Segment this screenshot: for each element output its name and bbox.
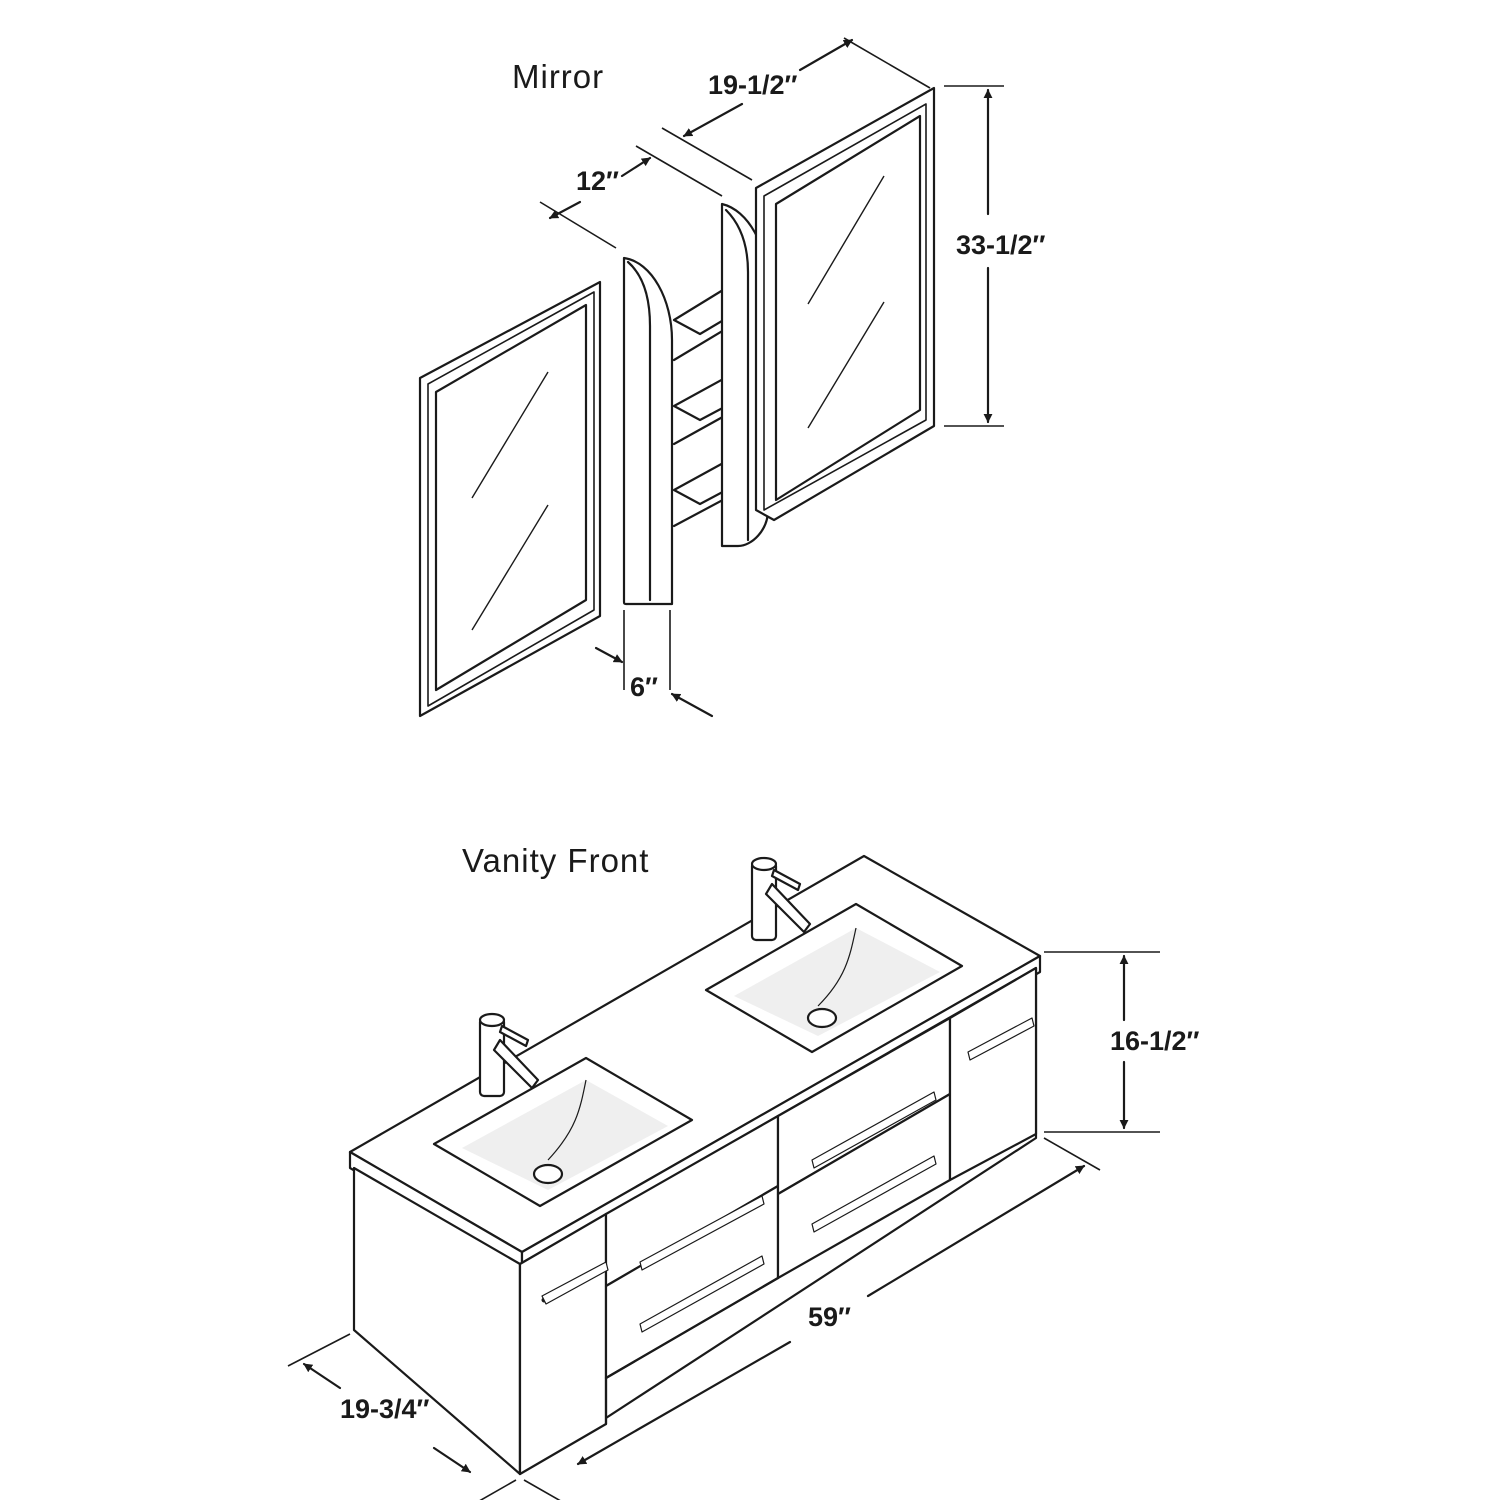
vanity-front xyxy=(518,966,1038,1476)
dim-vanity-width: 59″ xyxy=(523,1137,1101,1500)
right-faucet xyxy=(750,856,812,942)
left-faucet xyxy=(478,1012,540,1098)
right-basin xyxy=(704,902,964,1054)
dim-mirror-side-label: 6″ xyxy=(630,672,658,702)
dim-mirror-depth-label: 12″ xyxy=(576,166,619,196)
left-side-panel xyxy=(622,256,674,606)
mirror-title: Mirror xyxy=(512,58,604,95)
dim-mirror-width-label: 19-1/2″ xyxy=(708,70,798,100)
vanity-group: Vanity Front xyxy=(287,842,1200,1500)
dim-vanity-height: 16-1/2″ xyxy=(1044,951,1200,1133)
dim-mirror-side: 6″ xyxy=(594,610,714,718)
dim-mirror-width: 19-1/2″ xyxy=(661,37,931,181)
dim-mirror-height-label: 33-1/2″ xyxy=(956,230,1046,260)
dim-vanity-width-label: 59″ xyxy=(808,1302,851,1332)
vanity-title: Vanity Front xyxy=(462,842,649,879)
dim-vanity-depth: 19-3/4″ xyxy=(287,1333,517,1500)
left-basin xyxy=(432,1056,694,1208)
dim-vanity-height-label: 16-1/2″ xyxy=(1110,1026,1200,1056)
vanity-handles xyxy=(541,1017,1035,1333)
dim-mirror-depth: 12″ xyxy=(539,145,723,249)
right-mirror-door xyxy=(754,86,936,522)
dim-vanity-depth-label: 19-3/4″ xyxy=(340,1394,430,1424)
left-mirror-door xyxy=(418,280,602,718)
mirror-group: Mirror xyxy=(418,37,1046,718)
dim-mirror-height: 33-1/2″ xyxy=(944,85,1046,427)
